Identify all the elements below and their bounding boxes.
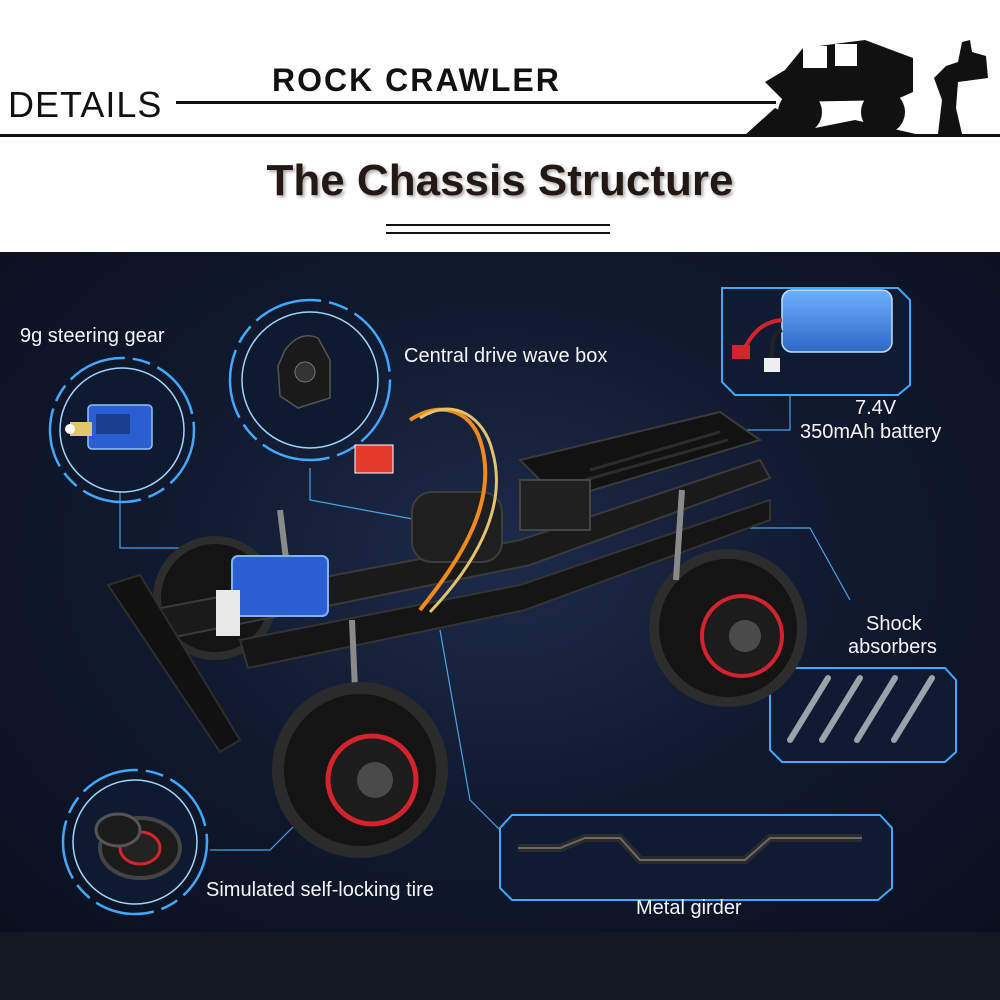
header-banner: DETAILS ROCK CRAWLER The Chassis Structu… xyxy=(0,0,1000,252)
chassis-servo xyxy=(231,555,329,617)
girder-leader-line xyxy=(439,629,501,831)
drive-box-leader-line xyxy=(309,468,419,521)
drive-box-badge xyxy=(222,292,398,468)
shock-label-line2: absorbers xyxy=(848,636,937,658)
shock-label-line1: Shock xyxy=(866,613,922,635)
steering-gear-label: 9g steering gear xyxy=(20,325,165,347)
battery-capacity-label: 350mAh battery xyxy=(800,421,942,443)
rock-crawler-label: ROCK CRAWLER xyxy=(272,62,561,98)
crawler-chassis xyxy=(106,407,807,858)
tire-label: Simulated self-locking tire xyxy=(206,879,434,901)
header-rule xyxy=(176,101,776,104)
battery-leader-line xyxy=(735,380,791,431)
rear-right-wheel xyxy=(649,549,807,707)
tire-leader-line xyxy=(210,819,301,851)
battery-icon xyxy=(781,289,893,353)
title-rule-bottom xyxy=(386,232,610,234)
shock-spring-icon xyxy=(787,675,935,743)
remote-controller-silhouette-icon xyxy=(934,40,988,134)
page-title: The Chassis Structure xyxy=(266,156,734,205)
tire-badge xyxy=(55,762,215,922)
battery-frame xyxy=(721,287,911,396)
metal-girder-frame xyxy=(499,814,893,901)
drive-box-label: Central drive wave box xyxy=(404,345,608,367)
crawler-truck-silhouette-icon xyxy=(745,40,920,135)
battery-voltage-label: 7.4V xyxy=(855,397,897,419)
steering-gear-badge xyxy=(42,350,202,510)
title-rule-top xyxy=(386,224,610,226)
header-underline xyxy=(0,134,1000,137)
details-heading: DETAILS xyxy=(8,84,163,125)
metal-girder-label: Metal girder xyxy=(636,897,742,919)
bottom-strip xyxy=(0,932,1000,1000)
shock-absorbers-frame xyxy=(769,667,957,763)
front-wheel xyxy=(272,682,448,858)
